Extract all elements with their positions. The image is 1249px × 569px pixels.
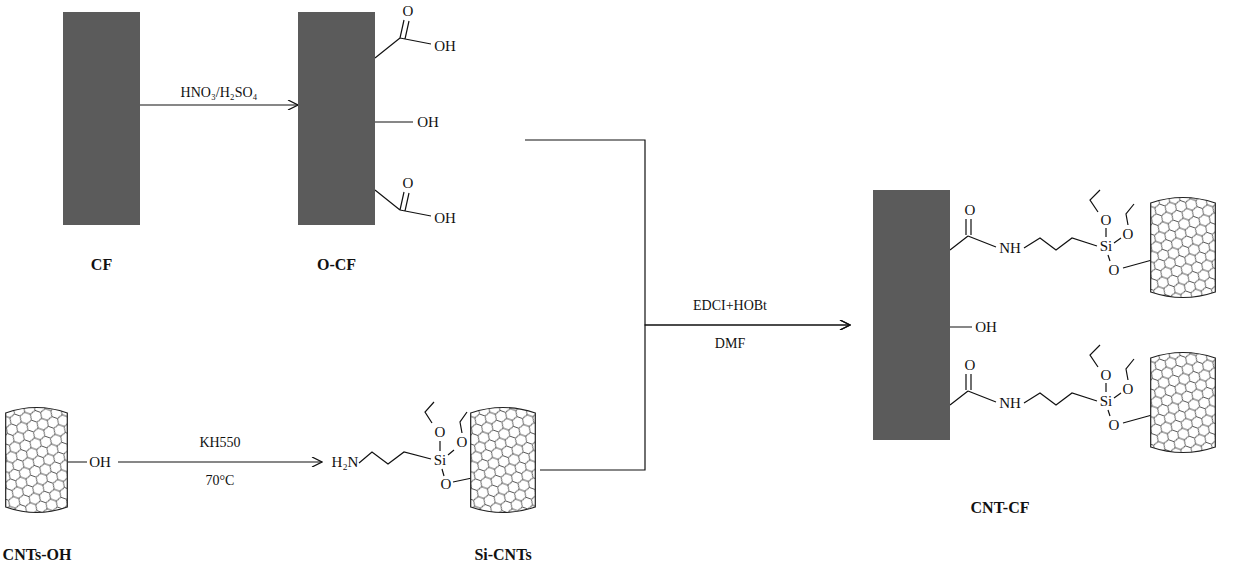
material-label: O-CF: [317, 256, 356, 274]
fiber-block: [298, 12, 375, 225]
reagent-label: EDCI+HOBt DMF: [693, 287, 767, 363]
material-label: CF: [91, 256, 112, 274]
group-label: O: [457, 435, 468, 450]
group-label: O: [1109, 263, 1120, 278]
material-node: CF: [63, 10, 140, 280]
fiber-block: [873, 190, 950, 440]
group-label: OH: [975, 320, 997, 335]
nanotube-figure: [1150, 195, 1216, 300]
material-label: CNT-CF: [971, 499, 1030, 517]
nanotube-wall: [471, 408, 536, 513]
group-label: OH: [89, 455, 111, 470]
reaction-arrow: [118, 461, 322, 462]
material-label: CNTs-OH: [3, 546, 72, 564]
group-label: NH: [999, 241, 1021, 256]
group-label: O: [965, 358, 976, 373]
group-label: O: [403, 176, 414, 191]
nanotube-figure: [470, 405, 536, 515]
nanotube-figure: [5, 405, 68, 515]
material-node: CNTs-OH: [3, 400, 118, 566]
group-label: Si: [434, 453, 447, 468]
group-label: O: [1123, 382, 1134, 397]
reaction-arrow: [140, 104, 298, 105]
material-node: Si-CNTs: [322, 400, 540, 566]
nanotube-wall: [6, 408, 68, 513]
group-label: O: [1109, 418, 1120, 433]
group-label: O: [403, 4, 414, 19]
group-label: H₂N: [332, 455, 359, 470]
material-node: O-CF: [298, 10, 525, 280]
nanotube-figure: [1150, 350, 1216, 455]
group-label: O: [441, 477, 452, 492]
nanotube-wall: [1151, 353, 1216, 453]
reaction-arrow: [540, 325, 850, 470]
group-label: OH: [417, 115, 439, 130]
material-label: Si-CNTs: [474, 546, 531, 564]
group-label: Si: [1100, 239, 1113, 254]
group-label: O: [1123, 227, 1134, 242]
group-label: OH: [434, 211, 456, 226]
group-label: OH: [434, 39, 456, 54]
reagent-label: HNO₃/H₂SO₄: [181, 85, 258, 101]
material-node: CNT-CF: [850, 185, 1225, 525]
group-label: O: [435, 425, 446, 440]
fiber-block: [63, 12, 140, 225]
group-label: NH: [999, 396, 1021, 411]
bond-line: [68, 20, 1152, 482]
group-label: O: [965, 203, 976, 218]
group-label: Si: [1100, 394, 1113, 409]
group-label: O: [1101, 368, 1112, 383]
group-label: O: [1101, 213, 1112, 228]
reaction-arrow: [525, 140, 850, 325]
nanotube-wall: [1151, 198, 1216, 298]
reagent-label: KH550 70°C: [199, 424, 240, 500]
